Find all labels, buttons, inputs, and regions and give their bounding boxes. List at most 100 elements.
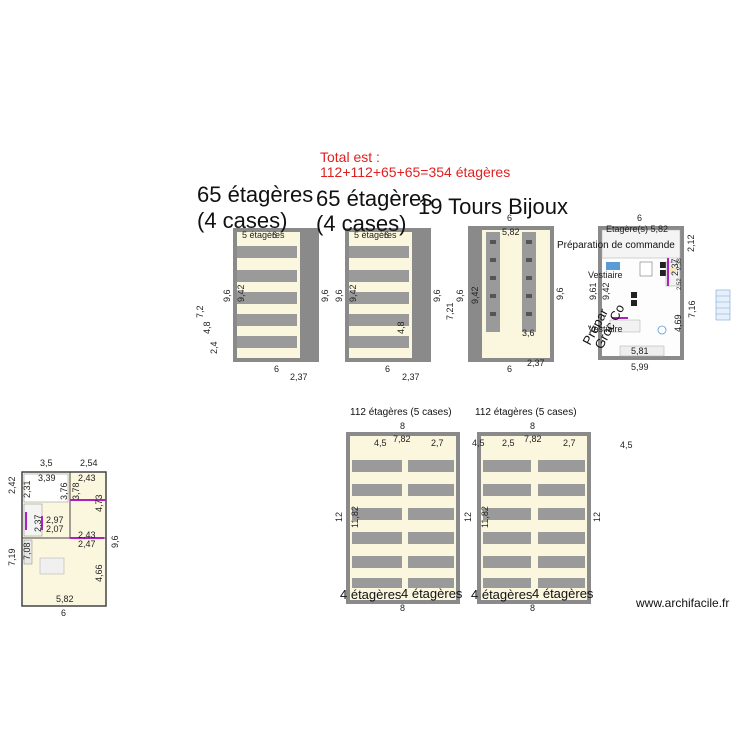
svg-text:7,82: 7,82 [393,434,411,444]
svg-text:2,37: 2,37 [402,372,420,382]
svg-text:4,66: 4,66 [94,564,104,582]
svg-text:2,47: 2,47 [78,539,96,549]
room-f-header: 112 étagères (5 cases) [475,407,577,418]
svg-text:8: 8 [530,421,535,431]
room-f: 112 étagères (5 cases) 8 4,5 7,82 2,5 2,… [471,407,633,613]
svg-text:3,78: 3,78 [71,482,81,500]
room-b-inner-label: 5 étagères [354,230,397,240]
svg-text:7,21: 7,21 [445,302,455,320]
room-g: 3,5 2,54 3,39 2,43 2,42 2,31 3,76 3,78 4… [7,458,120,618]
svg-text:4,5: 4,5 [620,440,633,450]
svg-text:4,73: 4,73 [94,494,104,512]
svg-text:2,37: 2,37 [290,372,308,382]
svg-text:2,43: 2,43 [78,473,96,483]
room-f-footer-2: 4 étagères [532,586,594,601]
svg-text:9,42: 9,42 [601,282,611,300]
svg-text:4,5: 4,5 [472,438,485,448]
room-a-inner-label: 5 étagères [242,230,285,240]
svg-text:3,39: 3,39 [38,473,56,483]
room-f-footer-1: 4 étagères [471,587,533,602]
svg-text:2,97: 2,97 [46,515,64,525]
svg-text:9,6: 9,6 [432,289,442,302]
svg-text:9,61: 9,61 [588,282,598,300]
room-a-title: 65 étagères [197,182,313,207]
svg-text:4,5: 4,5 [374,438,387,448]
svg-text:2,7: 2,7 [563,438,576,448]
svg-text:8: 8 [400,421,405,431]
svg-text:2,5: 2,5 [502,438,515,448]
svg-text:12: 12 [592,512,602,522]
room-c-floor [472,230,550,358]
svg-text:7,2: 7,2 [195,305,205,318]
svg-text:3,76: 3,76 [59,482,69,500]
svg-text:5,81: 5,81 [631,346,649,356]
room-b-shelves [349,246,409,348]
total-value: 112+112+65+65=354 étagères [320,164,510,180]
svg-text:8: 8 [400,603,405,613]
svg-text:6: 6 [637,213,642,223]
svg-text:2,4: 2,4 [209,341,219,354]
svg-text:5,99: 5,99 [631,362,649,372]
room-a-subtitle: (4 cases) [197,208,287,233]
svg-text:9,6: 9,6 [555,287,565,300]
room-e-footer-1: 4 étagères [340,587,402,602]
svg-text:2,37: 2,37 [33,514,43,532]
svg-text:2,31: 2,31 [22,480,32,498]
svg-text:2,12: 2,12 [686,234,696,252]
svg-text:6: 6 [384,230,389,240]
room-e-footer-2: 4 étagères [401,586,463,601]
room-a-shelves [237,246,297,348]
room-d-shelf-label: Etagère(s) 5,82 [606,224,668,234]
svg-text:6: 6 [507,213,512,223]
room-e-shelves [352,460,454,588]
svg-text:2,37: 2,37 [527,358,545,368]
svg-text:7,16: 7,16 [687,300,697,318]
svg-text:8: 8 [530,603,535,613]
svg-text:5,82: 5,82 [56,594,74,604]
svg-text:6: 6 [507,364,512,374]
stairs-icon [715,289,731,321]
svg-text:12: 12 [463,512,473,522]
svg-text:2,7: 2,7 [431,438,444,448]
svg-text:3,5: 3,5 [40,458,53,468]
room-d-prep-label: Préparation de commande [557,240,675,251]
room-e: 112 étagères (5 cases) 8 4,5 7,82 2,7 12… [334,407,473,613]
room-c-title: 19 Tours Bijoux [418,194,568,219]
svg-text:3,6: 3,6 [522,328,535,338]
room-b-subtitle: (4 cases) [316,211,406,236]
svg-text:6: 6 [274,364,279,374]
room-d: 6 Etagère(s) 5,82 Préparation de command… [557,213,697,372]
svg-text:5,82: 5,82 [502,227,520,237]
svg-text:2,07: 2,07 [46,524,64,534]
room-b: 65 étagères (4 cases) 5 étagères 6 9,6 9… [316,186,442,382]
svg-text:9,6: 9,6 [222,289,232,302]
svg-text:7,19: 7,19 [7,548,17,566]
svg-text:2,38: 2,38 [677,258,683,270]
svg-text:9,42: 9,42 [348,284,358,302]
svg-text:2,42: 2,42 [7,476,17,494]
svg-text:9,6: 9,6 [320,289,330,302]
room-b-title: 65 étagères [316,186,432,211]
room-d-vestiaire-2: Vestiaire [588,324,623,334]
svg-text:11,82: 11,82 [350,506,360,528]
svg-text:2,37: 2,37 [670,258,680,276]
svg-text:9,6: 9,6 [455,289,465,302]
svg-text:9,6: 9,6 [110,535,120,548]
svg-text:4,8: 4,8 [202,321,212,334]
svg-text:11,82: 11,82 [480,506,490,528]
svg-text:6: 6 [272,230,277,240]
room-c: 19 Tours Bijoux 6 5,82 9,6 9,42 7,21 9,6… [418,194,568,374]
svg-text:7,82: 7,82 [524,434,542,444]
room-d-vestiaire-1: Vestiaire [588,270,623,280]
room-f-shelves [483,460,585,588]
svg-text:9,42: 9,42 [470,286,480,304]
watermark: www.archifacile.fr [635,596,729,610]
svg-text:9,42: 9,42 [236,284,246,302]
svg-text:6: 6 [61,608,66,618]
room-a: 65 étagères (4 cases) 5 étagères 6 7,2 9… [195,182,330,382]
room-c-towers [486,232,536,332]
svg-text:4,8: 4,8 [396,321,406,334]
svg-text:2,43: 2,43 [78,530,96,540]
svg-text:2,52: 2,52 [677,278,683,290]
